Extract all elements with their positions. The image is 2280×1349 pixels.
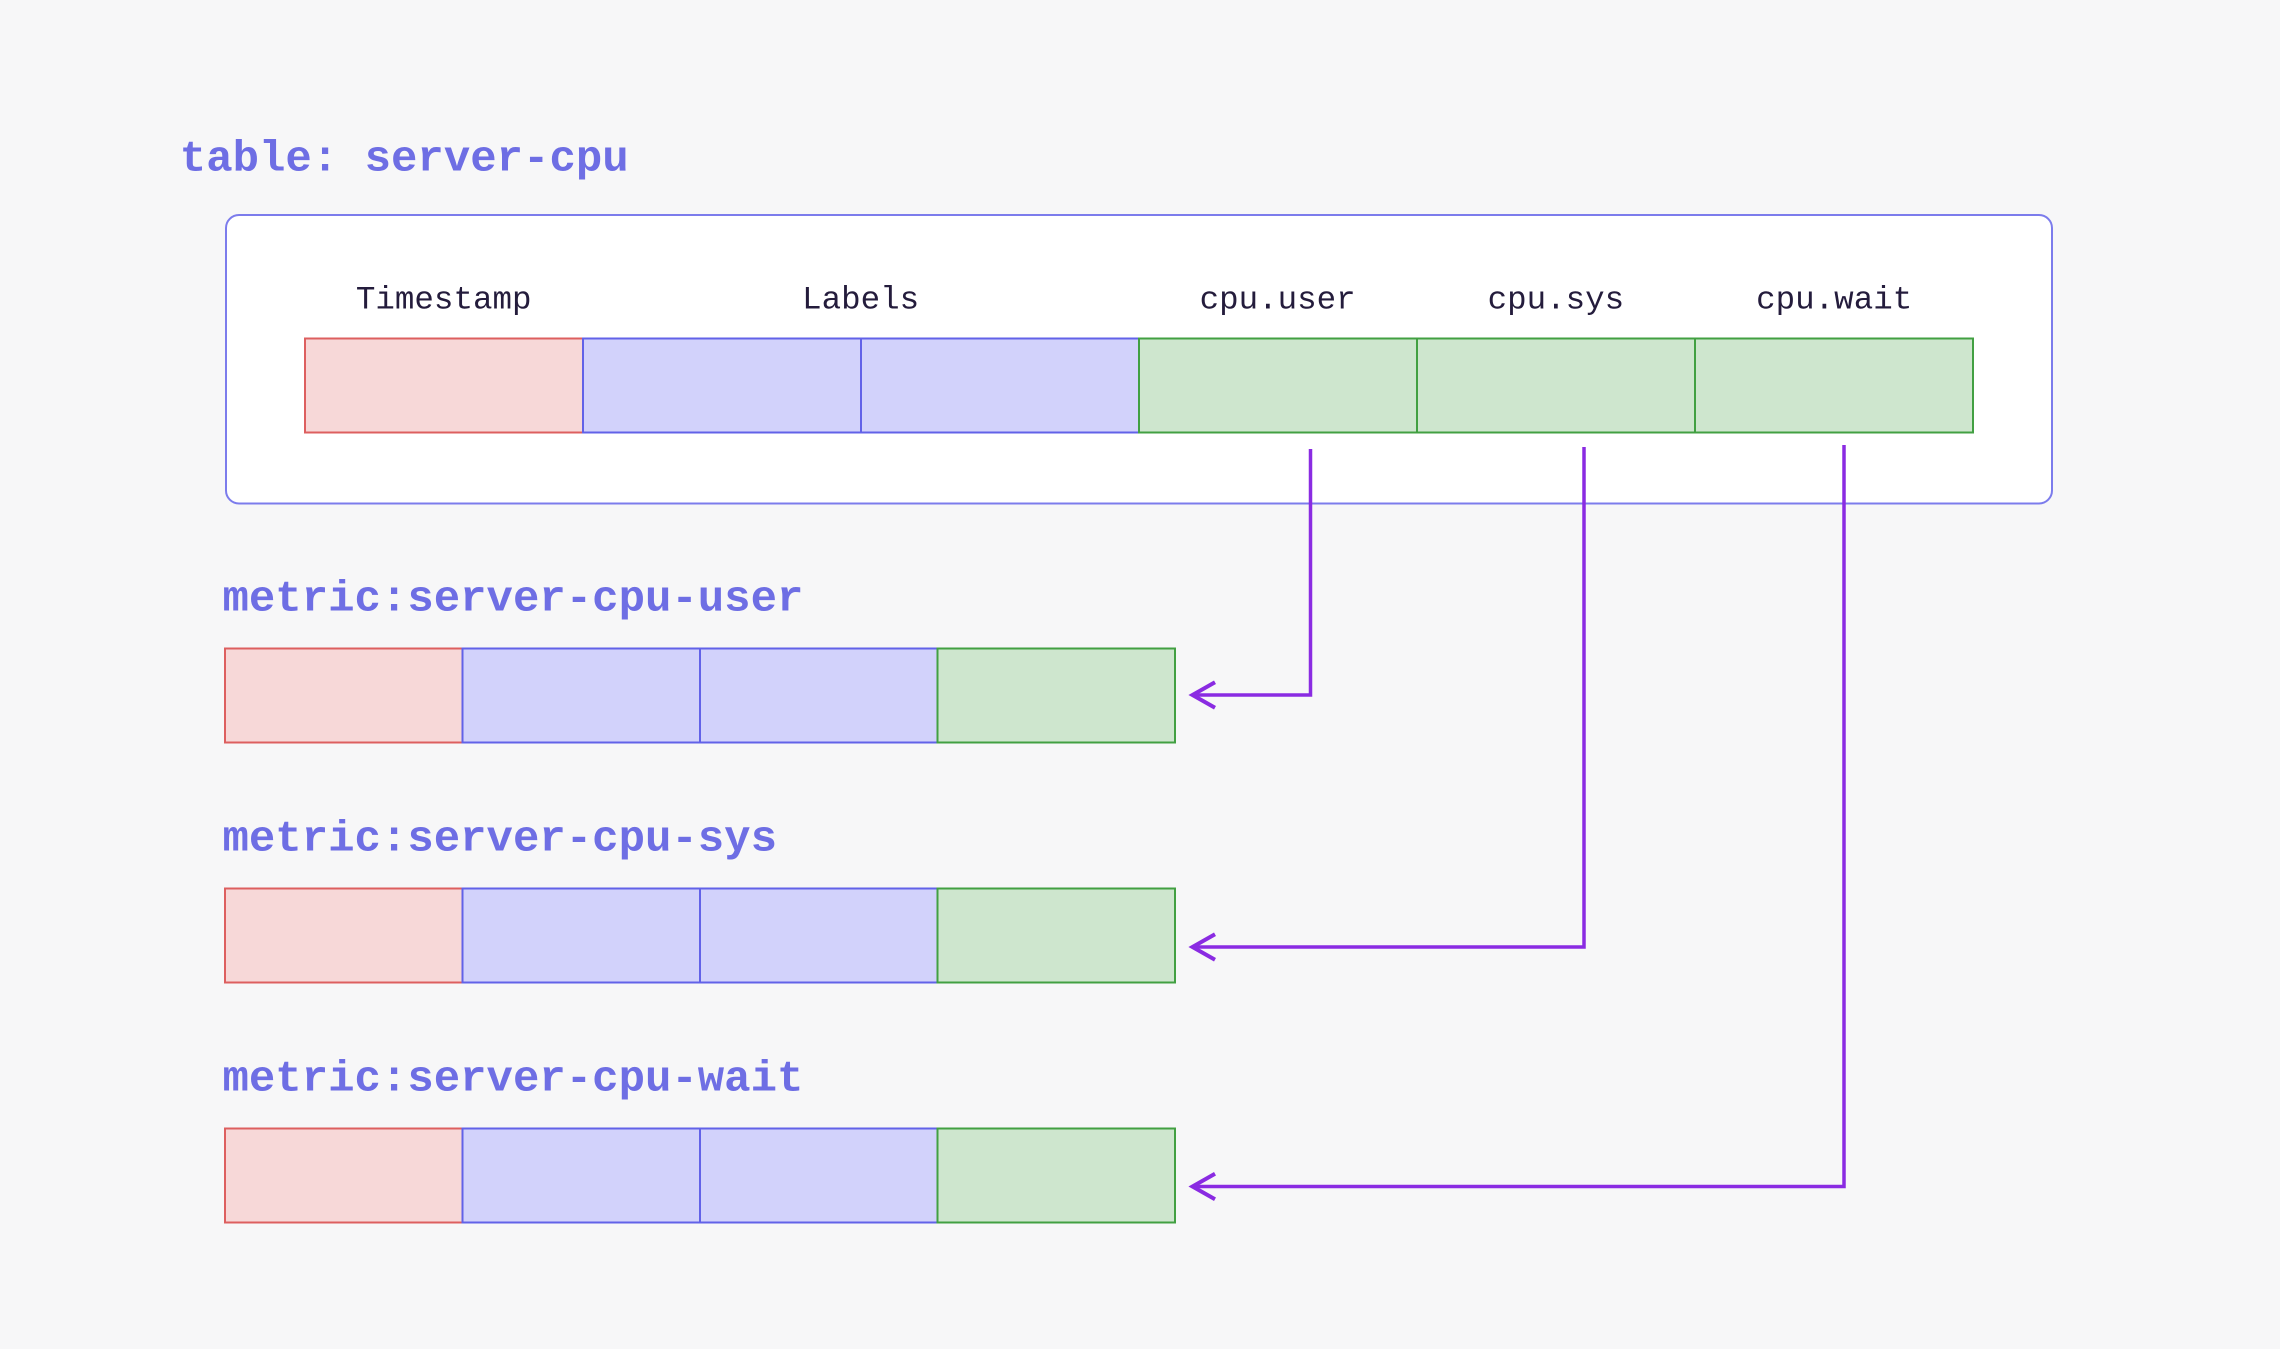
svg-text:metric:server-cpu-sys: metric:server-cpu-sys [223,815,778,865]
svg-text:table: server-cpu: table: server-cpu [180,134,629,184]
svg-text:Timestamp: Timestamp [356,282,532,319]
svg-text:Labels: Labels [802,282,919,319]
svg-text:metric:server-cpu-user: metric:server-cpu-user [223,575,804,625]
svg-text:cpu.wait: cpu.wait [1756,282,1912,319]
svg-text:metric:server-cpu-wait: metric:server-cpu-wait [223,1055,804,1105]
svg-text:cpu.sys: cpu.sys [1488,282,1625,319]
svg-text:cpu.user: cpu.user [1200,282,1356,319]
